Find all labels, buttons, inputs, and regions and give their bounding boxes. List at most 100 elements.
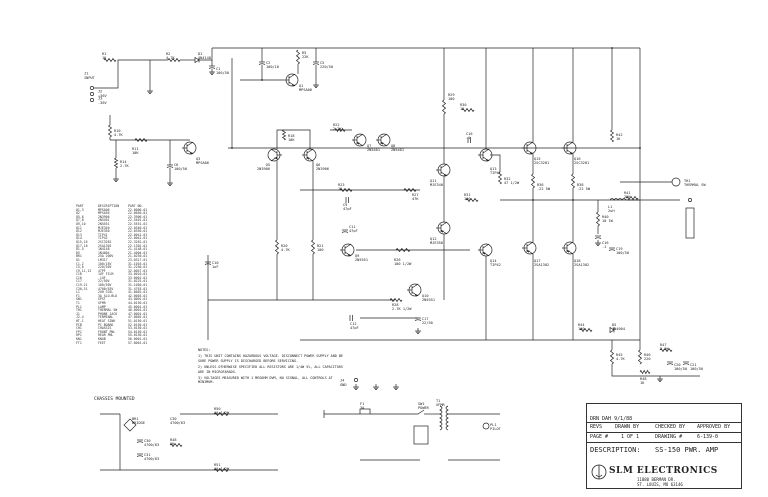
component-value-r48: 1K (640, 381, 645, 385)
component-value-r41: 22K (624, 195, 631, 199)
component-ref-q6: Q6 (316, 163, 320, 167)
wire (94, 59, 150, 89)
title-block-date-row: DRN DAH 9/1/88 (587, 404, 741, 422)
resistor-r28 (389, 297, 403, 303)
component-value-q16: 2SC3281 (574, 161, 589, 165)
transistor-q10-collector (411, 283, 419, 289)
parts-cell-description: MPSA06 (98, 207, 110, 212)
component-ref-c6: C6 (174, 163, 178, 167)
parts-cell-description: XFMR (98, 301, 106, 306)
transistor-q18-arrow (566, 250, 570, 253)
resistor-r23 (339, 187, 353, 193)
junction-dot (611, 47, 613, 49)
parts-cell-part-no: 21-4148-01 (128, 247, 148, 252)
parts-cell-part: C9,11,12 (76, 268, 92, 273)
resistor-r1 (103, 57, 117, 63)
resistor-r47 (659, 347, 673, 353)
parts-cell-description: 2N5551 (98, 221, 110, 226)
component-ref-r45: R45 (616, 353, 623, 357)
component-value-r36: .22 5W (537, 187, 551, 191)
parts-header-part: PART (76, 204, 84, 208)
resistor-r48 (639, 369, 651, 375)
component-ref-q8: Q8 (391, 144, 395, 148)
component-ref-r51: R51 (214, 463, 221, 467)
resistor-r41 (625, 195, 639, 201)
ac-plug-icon (323, 410, 334, 418)
description-value: SS-150 PWR. AMP (655, 446, 719, 454)
component-value-r40: 10 1W (602, 219, 614, 223)
parts-cell-part-no: 31-2250-01 (128, 265, 148, 270)
component-ref-r18: R18 (288, 134, 295, 138)
component-ref-br1: BR1 (132, 417, 139, 421)
parts-cell-part-no: 53-0150-01 (128, 326, 148, 331)
parts-cell-part: C5,6 (76, 265, 84, 270)
parts-cell-description: MPSA56 (98, 211, 110, 216)
component-value-r42: 1K (616, 137, 621, 141)
component-ref-r22: R22 (333, 123, 340, 127)
component-value-th1: THERMAL SW (684, 183, 706, 187)
component-value-pl1: PILOT (490, 427, 502, 431)
component-value-r27: 47K (412, 197, 419, 201)
parts-cell-part: F1 (76, 293, 80, 298)
component-value-q12: MJE350 (430, 241, 443, 245)
wire (611, 364, 700, 377)
parts-cell-part-no: 31-1016-01 (128, 261, 148, 266)
resistor-r44 (579, 327, 593, 333)
component-ref-r30: R30 (460, 103, 467, 107)
component-value-r11: 10K (132, 151, 139, 155)
parts-cell-description: 2N3906 (98, 214, 110, 219)
component-ref-d5: D5 (612, 323, 616, 327)
parts-cell-description: CHASSIS (98, 326, 112, 331)
component-value-sw1: POWER (418, 406, 430, 410)
parts-cell-part: C16 (76, 275, 82, 280)
parts-cell-part: Q11 (76, 225, 82, 230)
parts-cell-part: L1 (76, 290, 80, 295)
transistor-q6-arrow (306, 157, 310, 160)
parts-cell-part-no: 22-5551-01 (128, 221, 148, 226)
component-ref-q11: Q11 (430, 179, 437, 183)
connector-value-j2: +36V (98, 94, 107, 98)
component-value-r46: 220 (644, 357, 651, 361)
component-value-q10: 2N5551 (422, 298, 435, 302)
component-ref-q13: Q13 (490, 167, 497, 171)
terminal-j3 (90, 98, 94, 102)
resistor-r11 (134, 137, 148, 143)
parts-cell-part: C10 (76, 272, 82, 277)
resistor-r46 (637, 349, 643, 365)
component-ref-r10: R10 (114, 129, 121, 133)
component-ref-r11: R11 (132, 147, 139, 151)
transistor-q13-arrow (485, 159, 489, 162)
notes-title: NOTES: (198, 348, 211, 352)
component-ref-r42: R42 (616, 133, 623, 137)
component-value-r51: 10 1/2W (214, 467, 230, 471)
component-ref-q9: Q9 (355, 254, 359, 258)
parts-cell-part: Q7,8 (76, 218, 84, 223)
parts-cell-part-no: 54-0150-01 (128, 329, 148, 334)
connector-value-j3: -36V (98, 101, 107, 105)
component-ref-c9: C9 (343, 203, 347, 207)
transistor-q8-arrow (380, 142, 384, 145)
title-block: DRN DAH 9/1/88 REVS DRAWN BY CHECKED BY … (586, 403, 742, 489)
component-value-q13: TIP41 (490, 171, 501, 175)
component-value-c11: 47pF (349, 229, 358, 233)
parts-cell-description: SPST (98, 297, 106, 302)
parts-cell-description: REAR PNL (98, 333, 114, 338)
parts-cell-part: T1 (76, 301, 80, 306)
component-value-r18: 10K (288, 138, 295, 142)
component-value-q7: 2N5401 (367, 148, 380, 152)
component-value-r2: 4.7K (166, 56, 175, 60)
junction-dot (231, 147, 233, 149)
